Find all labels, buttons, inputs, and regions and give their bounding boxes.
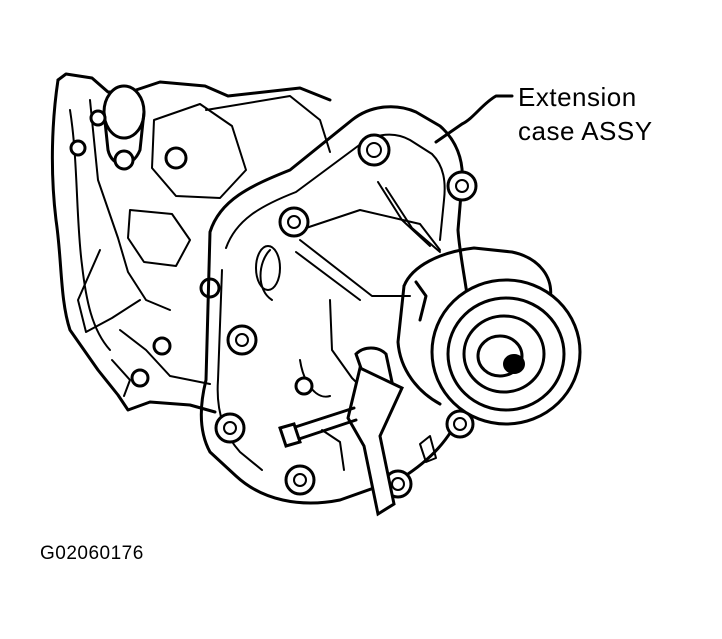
- figure-code: G02060176: [40, 543, 144, 564]
- callout-leader-line: [434, 94, 514, 144]
- extension-case-label-line1: Extension: [518, 82, 637, 112]
- output-shaft-housing: [396, 246, 582, 426]
- extension-case-label-line2: case ASSY: [518, 116, 653, 146]
- extension-housing-body: [255, 181, 441, 471]
- selector-shaft: [278, 346, 437, 517]
- flange-bolts: [214, 133, 478, 499]
- transmission-housing: [50, 72, 332, 414]
- extension-case-label: Extension case ASSY: [518, 80, 653, 148]
- extension-case-flange: [199, 105, 478, 505]
